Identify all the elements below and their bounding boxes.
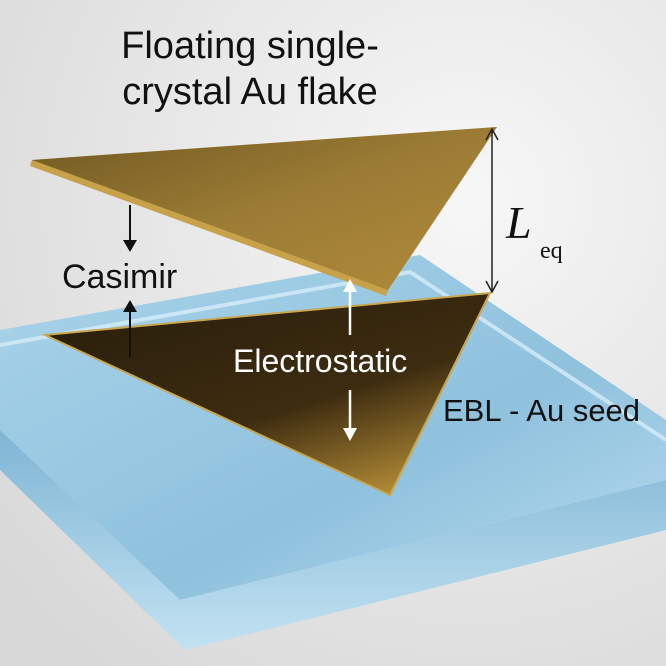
- electrostatic-up-arrow: [343, 279, 357, 335]
- title-line-1: Floating single-: [121, 25, 379, 67]
- glass-substrate-side: [0, 430, 666, 650]
- electrostatic-down-arrow: [343, 390, 357, 441]
- electrostatic-label: Electrostatic: [233, 343, 407, 379]
- distance-subscript: eq: [540, 238, 563, 264]
- seed-label: EBL - Au seed: [443, 393, 640, 428]
- leq-distance-arrow: [485, 127, 499, 294]
- au-seed-flake: [41, 291, 492, 497]
- title-line-2: crystal Au flake: [122, 71, 378, 113]
- distance-symbol: L: [505, 197, 532, 248]
- floating-au-flake: [32, 127, 497, 290]
- casimir-down-arrow: [123, 205, 137, 252]
- glass-ridge: [0, 269, 666, 442]
- casimir-up-arrow: [123, 300, 137, 358]
- casimir-label: Casimir: [62, 258, 177, 296]
